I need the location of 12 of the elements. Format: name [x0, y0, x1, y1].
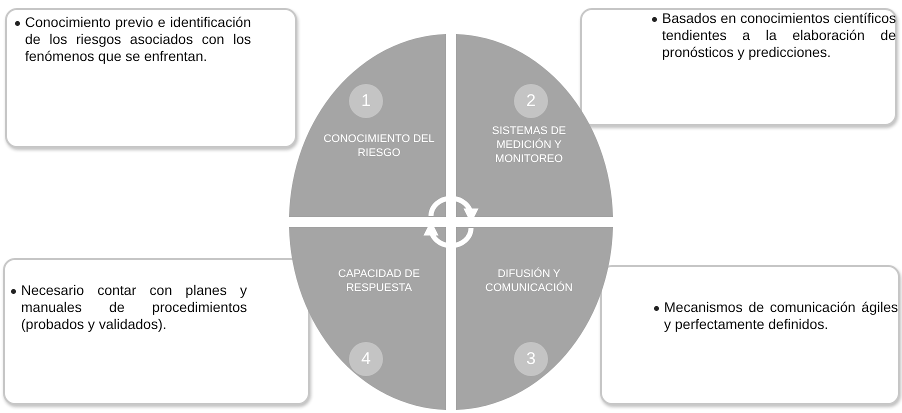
callout-box [600, 265, 900, 405]
description-text: Mecanismos de comunicación ágiles y perfectamente definidos. [664, 299, 898, 333]
callout-box [580, 8, 897, 126]
quadrant-title: SISTEMAS DE MEDICIÓN Y MONITOREO [491, 124, 567, 166]
quadrant-title: DIFUSIÓN Y COMUNICACIÓN [484, 267, 574, 295]
description-text: Conocimiento previo e identificación de los riesgos asociados con los fenómenos que se enfrentan. [25, 14, 251, 65]
callout-box [5, 8, 297, 148]
quadrant-title: CAPACIDAD DE RESPUESTA [337, 267, 421, 295]
description-text: Basados en conocimientos científicos tendientes a la elaboración de pronósticos y predicciones. [662, 10, 896, 61]
description-text: Necesario contar con planes y manuales de procedimientos (probados y validados). [21, 282, 247, 333]
callout-box [3, 258, 310, 405]
quadrant-title: CONOCIMIENTO DEL RIESGO [322, 132, 436, 160]
